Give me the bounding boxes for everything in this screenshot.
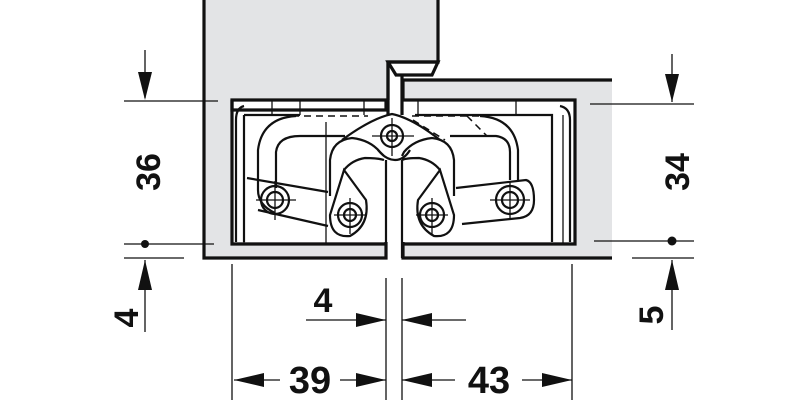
right-arm [450,114,536,226]
left-link [328,136,385,238]
dim-label-left-offset: 4 [108,308,146,327]
door-leaf [202,0,440,260]
central-pivot [341,112,441,162]
dim-label-center-gap: 4 [314,282,333,320]
dimension-34: 34 [659,54,697,246]
dimension-left-offset: 4 [108,260,152,332]
dimension-43: 43 [402,360,572,400]
hidden-lines [292,115,488,141]
right-link [401,136,456,238]
dim-label-right-offset: 5 [633,306,671,325]
dim-label-43: 43 [468,360,510,400]
dimension-39: 39 [234,360,386,400]
dim-label-39: 39 [289,360,331,400]
left-hinge-body [230,98,388,246]
dimension-right-offset: 5 [633,260,679,330]
dimension-36: 36 [130,50,168,248]
door-frame [401,78,612,260]
dimension-center-gap: 4 [306,282,466,327]
extension-lines [124,100,694,400]
dim-label-34: 34 [659,153,697,191]
left-arm [246,114,345,244]
hinge-stem [385,60,441,115]
right-hinge-body [403,98,577,246]
dim-label-36: 36 [130,153,168,191]
center-gap [384,160,404,258]
